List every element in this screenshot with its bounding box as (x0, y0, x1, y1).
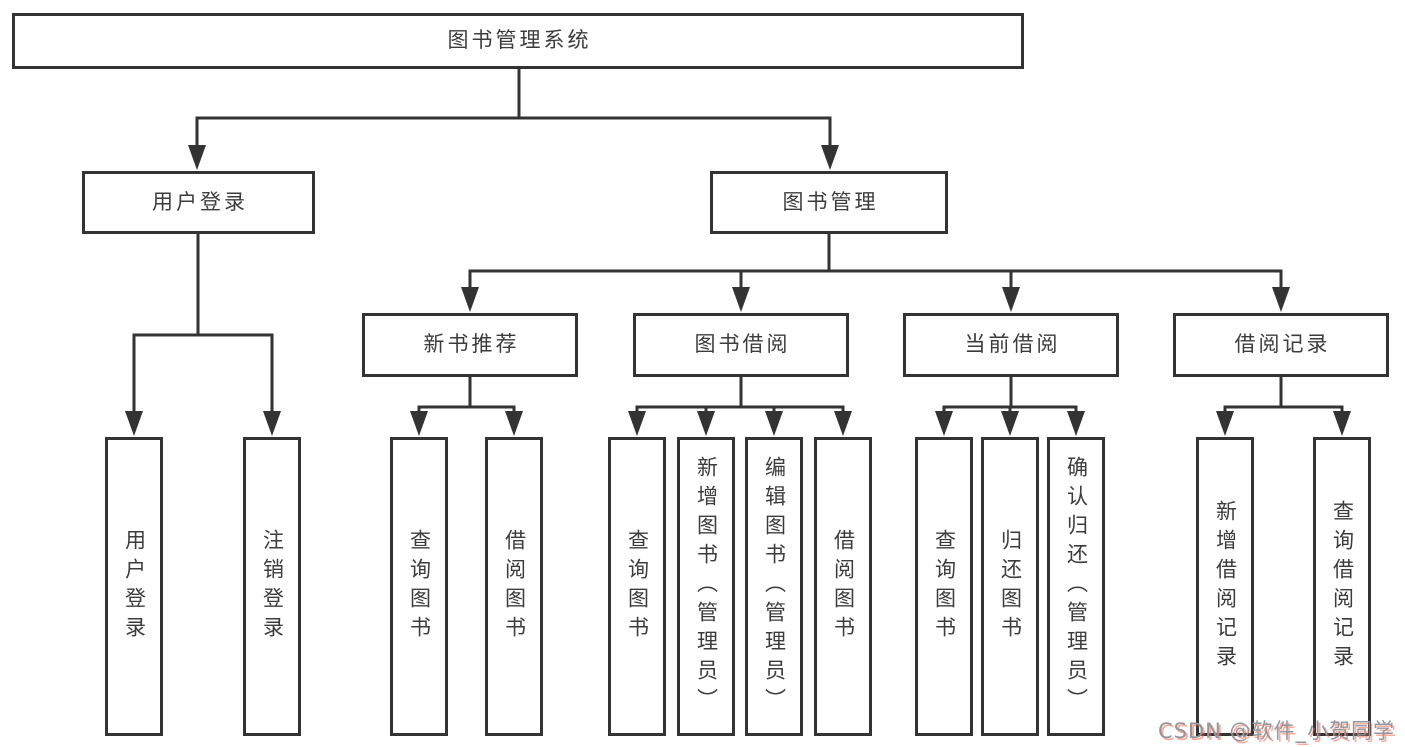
csdn-watermark: CSDN @软件_小贺同学 (1157, 719, 1395, 743)
node-label: 查询图书 (932, 528, 957, 645)
leaf-add-borrow-record: 新增借阅记录 (1196, 437, 1254, 736)
leaf-query-borrow-record: 查询借阅记录 (1313, 437, 1371, 736)
leaf-return-books: 归还图书 (981, 437, 1039, 736)
node-label: 查询图书 (407, 528, 432, 645)
node-label: 用户登录 (122, 528, 147, 645)
leaf-confirm-return-admin: 确认归还（管理员） (1047, 437, 1105, 736)
node-label: 新增借阅记录 (1213, 499, 1238, 674)
node-label: 查询图书 (625, 528, 650, 645)
leaf-query-books-recommend: 查询图书 (390, 437, 448, 736)
node-label: 借阅图书 (831, 528, 856, 645)
node-label: 归还图书 (998, 528, 1023, 645)
node-book-management: 图书管理 (710, 171, 948, 234)
node-label: 新增图书（管理员） (694, 456, 719, 717)
leaf-borrow-books-borrowing: 借阅图书 (814, 437, 872, 736)
node-label: 图书管理系统 (447, 28, 592, 53)
node-label: 当前借阅 (964, 332, 1061, 357)
node-label: 注销登录 (260, 528, 285, 645)
leaf-user-login: 用户登录 (105, 437, 163, 736)
node-library-management-system: 图书管理系统 (12, 13, 1024, 69)
node-new-book-recommend: 新书推荐 (362, 313, 578, 377)
leaf-query-books-borrowing: 查询图书 (608, 437, 666, 736)
node-label: 借阅图书 (502, 528, 527, 645)
leaf-borrow-books-recommend: 借阅图书 (485, 437, 543, 736)
node-label: 图书管理 (782, 189, 879, 214)
node-label: 确认归还（管理员） (1064, 456, 1089, 717)
node-user-login: 用户登录 (82, 171, 315, 234)
node-current-borrowing: 当前借阅 (903, 313, 1119, 377)
node-label: 借阅记录 (1234, 332, 1331, 357)
node-label: 新书推荐 (423, 332, 520, 357)
leaf-add-books-admin: 新增图书（管理员） (677, 437, 735, 736)
leaf-query-books-current: 查询图书 (915, 437, 973, 736)
node-label: 图书借阅 (694, 332, 791, 357)
leaf-edit-books-admin: 编辑图书（管理员） (745, 437, 803, 736)
node-label: 查询借阅记录 (1330, 499, 1355, 674)
node-borrowing-records: 借阅记录 (1173, 313, 1389, 377)
node-label: 编辑图书（管理员） (762, 456, 787, 717)
node-label: 用户登录 (152, 189, 248, 214)
node-book-borrowing: 图书借阅 (633, 313, 849, 377)
leaf-logout: 注销登录 (243, 437, 301, 736)
